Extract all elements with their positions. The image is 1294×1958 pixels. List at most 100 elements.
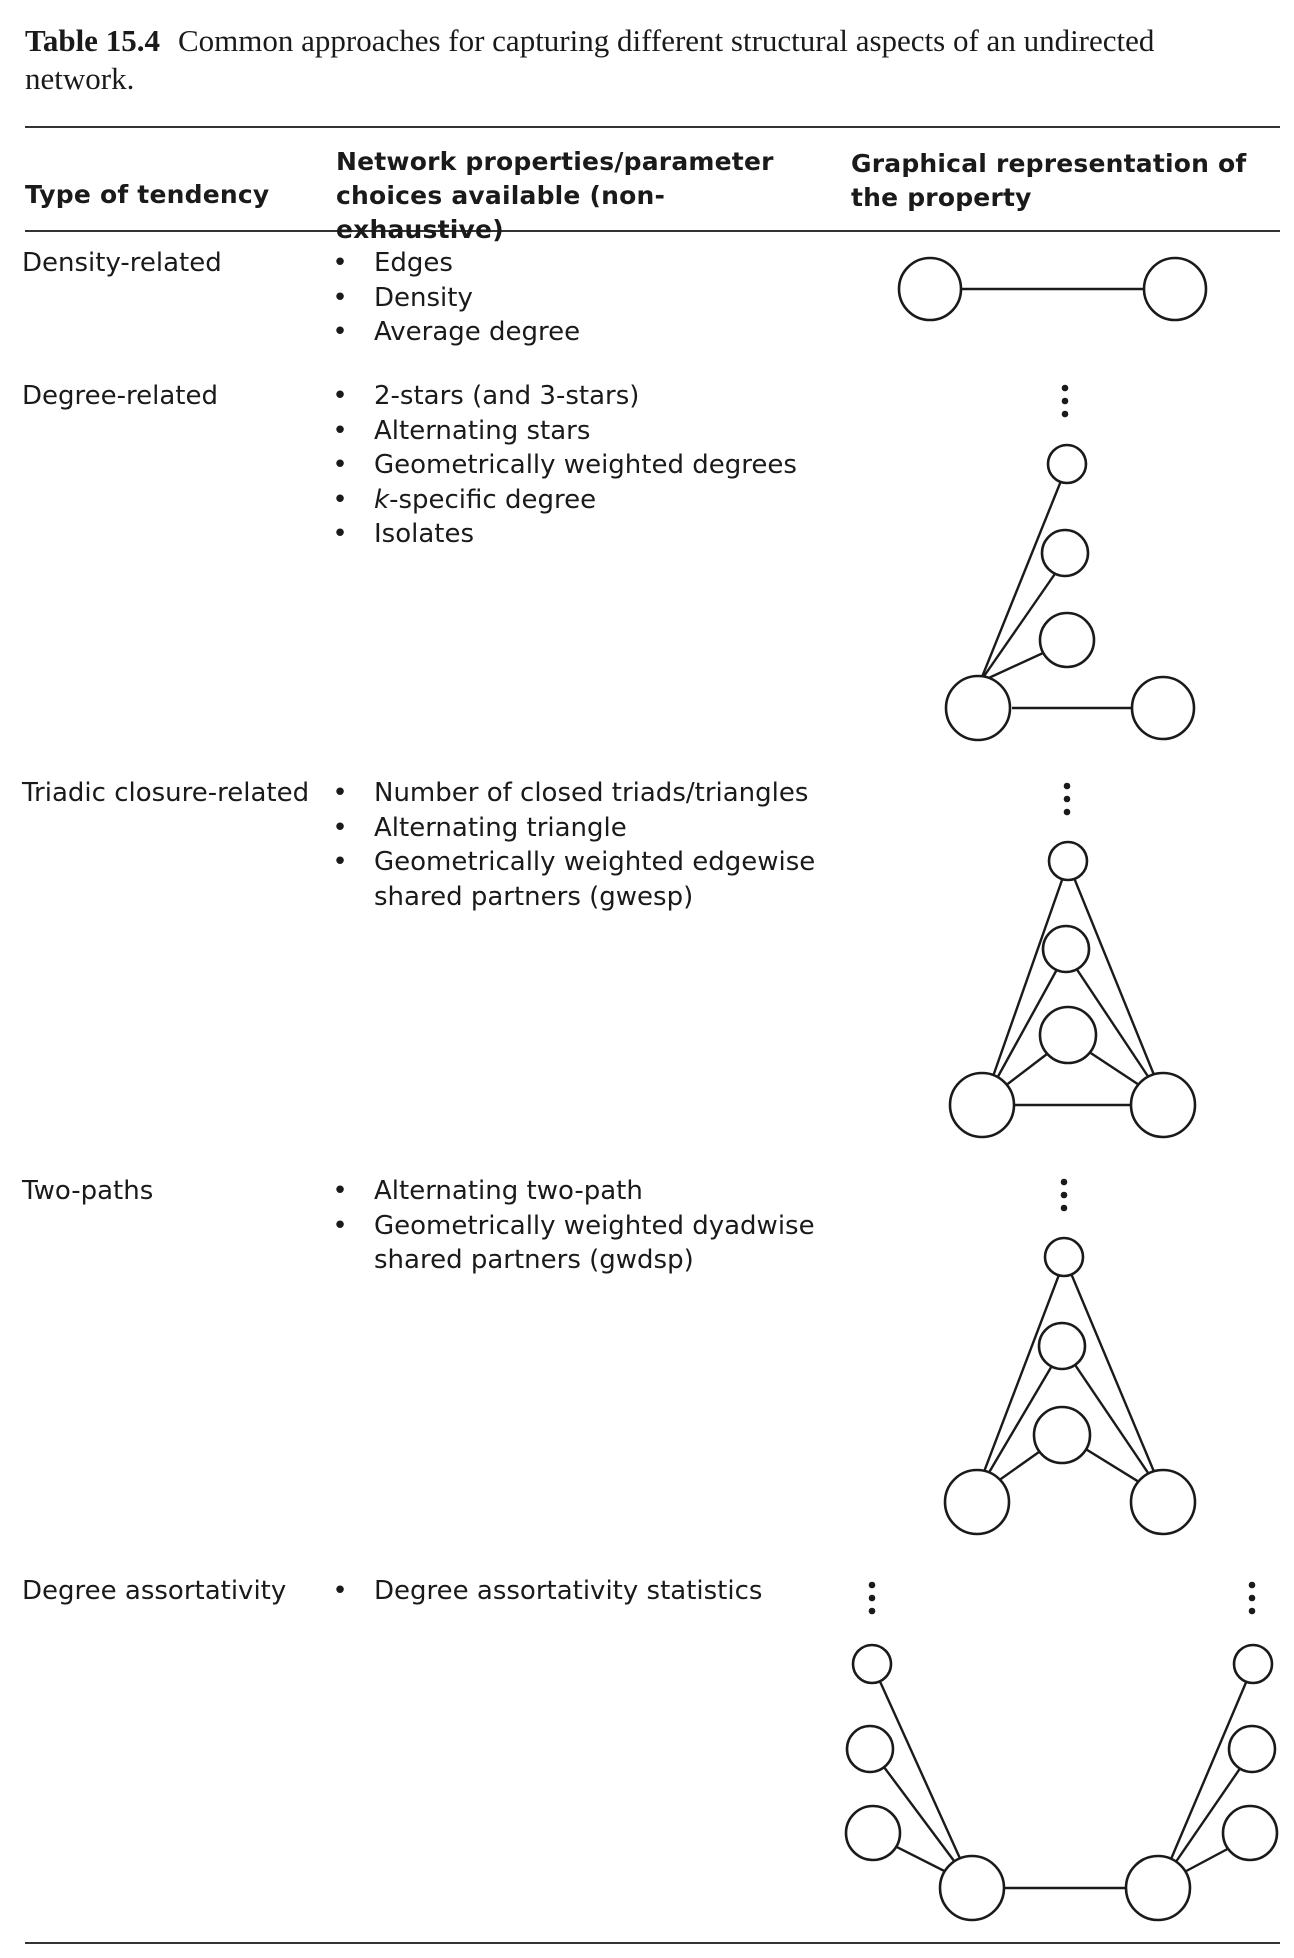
list-item: •Degree assortativity statistics <box>330 1574 840 1609</box>
bullet-icon: • <box>332 317 348 347</box>
bullet-icon: • <box>332 248 348 278</box>
bullet-icon: • <box>332 812 348 843</box>
node-circle <box>1032 1405 1092 1465</box>
bullet-icon: • <box>332 1576 348 1606</box>
header-type-of-tendency: Type of tendency <box>25 180 270 209</box>
node-circle <box>943 1468 1011 1536</box>
graphic-two-node-edge <box>897 256 1208 322</box>
header-rule <box>25 230 1280 232</box>
edge-line <box>982 862 1070 1103</box>
edge-line <box>1063 1258 1167 1499</box>
ellipsis-dot <box>1063 808 1071 816</box>
edge-line <box>972 1258 1067 1499</box>
node-circle <box>1130 675 1196 741</box>
tendency-density: Density-related <box>22 248 222 278</box>
list-item: •Alternating triangle <box>330 811 840 846</box>
ellipsis-dot <box>1063 782 1071 790</box>
list-item: •Alternating two-path <box>330 1174 840 1209</box>
node-circle <box>1232 1643 1274 1685</box>
list-item: •Geometrically weighted degrees <box>330 448 840 483</box>
bullet-icon: • <box>332 847 348 877</box>
tendency-degree: Degree-related <box>22 381 218 411</box>
ellipsis-dot <box>868 1581 876 1589</box>
ellipsis-dot <box>1061 384 1069 392</box>
node-circle <box>944 674 1012 742</box>
node-circle <box>897 256 963 322</box>
node-circle <box>844 1804 902 1862</box>
list-item: •Number of closed triads/triangles <box>330 776 840 811</box>
list-item: •Isolates <box>330 517 840 552</box>
node-circle <box>1043 1236 1085 1278</box>
ellipsis-dot <box>1248 1594 1256 1602</box>
node-circle <box>1227 1724 1277 1774</box>
bullet-icon: • <box>332 484 348 515</box>
ellipsis-dot <box>1060 1204 1068 1212</box>
ellipsis-dot <box>1061 397 1069 405</box>
node-circle <box>845 1724 895 1774</box>
edge-line <box>979 554 1069 683</box>
edge-line <box>1158 1665 1255 1886</box>
node-circle <box>1142 256 1208 322</box>
node-circle <box>1129 1071 1197 1139</box>
graphic-two-paths <box>943 1178 1197 1536</box>
properties-two-paths: •Alternating two-path •Geometrically wei… <box>330 1174 840 1278</box>
node-circle <box>938 1854 1006 1922</box>
header-graphical-representation: Graphical representation of the property <box>851 149 1247 212</box>
list-item: •Edges <box>330 246 840 281</box>
list-item: •2-stars (and 3-stars) <box>330 379 840 414</box>
header-network-properties: Network properties/parameter choices ava… <box>336 147 774 244</box>
list-item: •Geometrically weighted dyadwise shared … <box>330 1209 840 1278</box>
bullet-icon: • <box>332 778 348 808</box>
bullet-icon: • <box>332 1210 348 1241</box>
properties-degree-assortativity: •Degree assortativity statistics <box>330 1574 840 1609</box>
edge-line <box>871 1665 974 1886</box>
bullet-icon: • <box>332 415 348 446</box>
tendency-degree-assortativity: Degree assortativity <box>22 1576 287 1606</box>
node-circle <box>1040 528 1090 578</box>
top-rule <box>25 126 1280 128</box>
node-circle <box>1038 1005 1098 1065</box>
graphic-triangles <box>948 782 1197 1139</box>
node-circle <box>1041 924 1091 974</box>
ellipsis-dot <box>868 1607 876 1615</box>
edge-line <box>1066 862 1167 1103</box>
ellipsis-dot <box>1060 1191 1068 1199</box>
node-circle <box>1124 1854 1192 1922</box>
list-item: •Density <box>330 281 840 316</box>
ellipsis-dot <box>868 1594 876 1602</box>
k-variable: k <box>374 484 390 515</box>
ellipsis-dot <box>1248 1607 1256 1615</box>
node-circle <box>851 1643 893 1685</box>
list-item: •Average degree <box>330 315 840 350</box>
node-circle <box>1047 840 1089 882</box>
caption-label: Table 15.4 <box>25 23 160 58</box>
list-item: •Geometrically weighted edgewise shared … <box>330 845 840 914</box>
bullet-icon: • <box>332 282 348 313</box>
node-circle <box>1037 1321 1087 1371</box>
node-circle <box>1046 443 1088 485</box>
tendency-triadic-closure: Triadic closure-related <box>22 778 310 808</box>
list-item: •Alternating stars <box>330 414 840 449</box>
node-circle <box>1221 1804 1279 1862</box>
ellipsis-dot <box>1061 410 1069 418</box>
list-item: •k-specific degree <box>330 483 840 518</box>
bullet-icon: • <box>332 519 348 549</box>
edge-line <box>978 465 1069 683</box>
tendency-two-paths: Two-paths <box>22 1176 154 1206</box>
graphic-double-star <box>844 1581 1279 1922</box>
bottom-rule <box>25 1942 1280 1944</box>
properties-degree: •2-stars (and 3-stars) •Alternating star… <box>330 379 840 552</box>
node-circle <box>1129 1468 1197 1536</box>
bullet-icon: • <box>332 1176 348 1206</box>
graphic-star <box>944 384 1196 742</box>
caption-text: Common approaches for capturing differen… <box>25 23 1155 96</box>
ellipsis-dot <box>1248 1581 1256 1589</box>
node-circle <box>948 1071 1016 1139</box>
properties-density: •Edges •Density •Average degree <box>330 246 840 350</box>
ellipsis-dot <box>1060 1178 1068 1186</box>
bullet-icon: • <box>332 450 348 480</box>
node-circle <box>1038 611 1096 669</box>
properties-triadic-closure: •Number of closed triads/triangles •Alte… <box>330 776 840 914</box>
bullet-icon: • <box>332 381 348 411</box>
